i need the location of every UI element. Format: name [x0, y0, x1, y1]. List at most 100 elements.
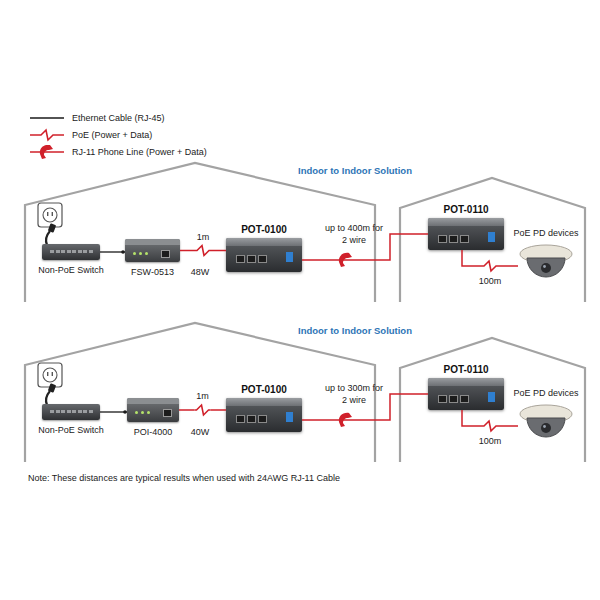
port	[61, 410, 65, 413]
cable-joint	[121, 250, 125, 254]
power-cord	[46, 391, 50, 405]
poe-connector	[462, 250, 518, 272]
poe-bolt-symbol	[39, 130, 55, 140]
device-label: Non-PoE Switch	[38, 425, 104, 436]
cable-length: 1m	[183, 231, 223, 243]
port	[72, 410, 76, 413]
top-face	[428, 218, 504, 226]
device-pot: POT-0100	[226, 238, 302, 272]
footnote: Note: These distances are typical result…	[28, 473, 340, 484]
port	[247, 415, 256, 423]
brand-badge	[286, 252, 293, 262]
power-outlet	[38, 363, 62, 387]
port	[438, 235, 447, 243]
legend-text: Ethernet Cable (RJ-45)	[72, 112, 165, 124]
cable-length: up to 400m for 2 wire	[322, 222, 386, 246]
bolt-backdrop	[195, 404, 211, 416]
port	[89, 250, 93, 253]
port	[460, 395, 469, 403]
port	[236, 255, 245, 263]
status-led	[135, 411, 138, 414]
camera-dome	[527, 258, 565, 277]
power-rating: 40W	[191, 427, 210, 438]
port	[258, 415, 267, 423]
cable-joint	[123, 410, 127, 414]
dome-camera	[518, 242, 574, 290]
device-caption: Non-PoE Switch	[38, 425, 104, 436]
device-box: FSW-0513	[125, 239, 180, 262]
device-caption: PoE PD devices	[513, 228, 578, 239]
camera-dome	[527, 418, 565, 437]
device-label: FSW-0513	[131, 267, 174, 278]
device-caption: POT-0110	[443, 364, 488, 375]
ethernet-connector	[100, 250, 125, 254]
poe-bolt-symbol	[482, 261, 498, 271]
outlet-slot	[52, 212, 53, 216]
camera-lens	[541, 263, 551, 273]
port	[83, 250, 87, 253]
device-pot: POT-0110	[428, 218, 504, 250]
device-label: Non-PoE Switch	[38, 265, 104, 276]
device-pot: POT-0100	[226, 398, 302, 432]
top-face	[226, 398, 302, 406]
house-outline	[25, 323, 375, 462]
front-panel	[127, 398, 179, 404]
legend-row: PoE (Power + Data)	[28, 128, 288, 142]
phone-handset-symbol	[339, 253, 352, 267]
house-outline	[400, 338, 585, 462]
device-caption: Non-PoE Switch	[38, 265, 104, 276]
lens-glint	[543, 265, 546, 268]
bolt-backdrop	[482, 260, 498, 272]
power-outlet	[38, 203, 62, 227]
port	[56, 410, 60, 413]
outlet-slot	[52, 372, 53, 376]
device-switch: Non-PoE Switch	[42, 244, 100, 260]
poe-connector	[180, 245, 226, 257]
legend-swatch	[28, 145, 66, 159]
device-camera: PoE PD devices	[518, 242, 574, 290]
poe-bolt-symbol	[195, 405, 211, 415]
section-title: Indoor to Indoor Solution	[298, 325, 412, 336]
legend-row: RJ-11 Phone Line (Power + Data)	[28, 145, 288, 159]
port	[56, 250, 60, 253]
house-outline	[400, 178, 585, 302]
bolt-backdrop	[195, 245, 211, 257]
device-caption: FSW-0513	[131, 267, 174, 278]
device-box: POI-4000	[127, 398, 179, 422]
connector-line	[100, 251, 125, 252]
poe-connector	[179, 404, 226, 416]
port	[78, 250, 82, 253]
port	[50, 250, 54, 253]
legend-swatch	[28, 111, 66, 125]
phone-handset-symbol	[40, 145, 53, 159]
port	[258, 255, 267, 263]
top-face	[226, 238, 302, 246]
lens-glint	[543, 425, 546, 428]
legend-line	[30, 117, 64, 118]
legend-swatch	[28, 128, 66, 142]
connector-line	[180, 250, 226, 252]
port	[78, 410, 82, 413]
device-label: POT-0100	[241, 224, 287, 235]
status-led	[133, 252, 136, 255]
port	[89, 410, 93, 413]
connector-line	[462, 410, 518, 426]
status-led	[141, 411, 144, 414]
poe-bolt-symbol	[482, 421, 498, 431]
status-led	[139, 252, 142, 255]
device-label: PoE PD devices	[513, 388, 578, 399]
port	[72, 250, 76, 253]
cable-length: 100m	[470, 435, 510, 447]
status-led	[145, 252, 148, 255]
outlet-socket	[43, 368, 57, 382]
brand-badge	[488, 392, 495, 402]
bolt-backdrop	[482, 420, 498, 432]
port	[236, 415, 245, 423]
device-label: PoE PD devices	[513, 228, 578, 239]
outlet-slot	[47, 372, 48, 376]
poe-connector	[462, 410, 518, 432]
ethernet-connector	[100, 410, 127, 414]
